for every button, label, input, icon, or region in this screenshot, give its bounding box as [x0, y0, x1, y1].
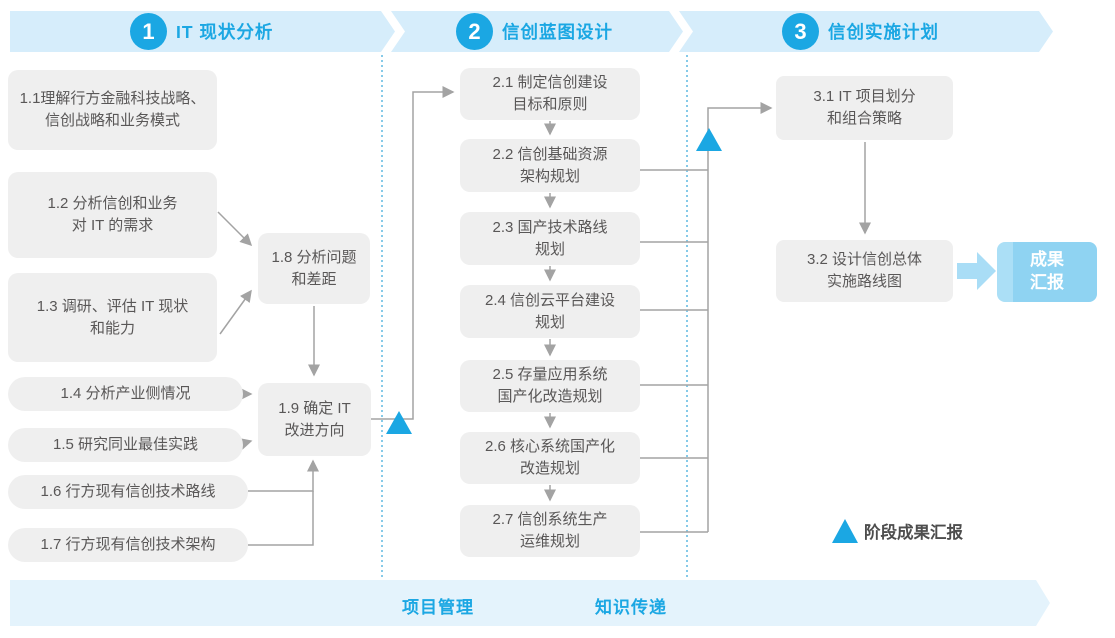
step-box-1-9: 1.9 确定 IT 改进方向 [258, 383, 371, 456]
milestone-triangle-phase1-icon [386, 411, 412, 434]
step-box-1-5: 1.5 研究同业最佳实践 [8, 428, 243, 462]
bottom-band [10, 580, 1050, 626]
bottom-label-knowledge-transfer: 知识传递 [595, 598, 667, 617]
phase-1-number-badge: 1 [130, 13, 167, 50]
step-box-1-8: 1.8 分析问题 和差距 [258, 233, 370, 304]
step-box-2-6: 2.6 核心系统国产化 改造规划 [460, 432, 640, 484]
step-box-3-2: 3.2 设计信创总体 实施路线图 [776, 240, 953, 302]
step-box-2-5: 2.5 存量应用系统 国产化改造规划 [460, 360, 640, 412]
phase-3-title: 信创实施计划 [828, 22, 939, 42]
legend-milestone-label: 阶段成果汇报 [864, 524, 963, 542]
phase-band-2: 2 信创蓝图设计 [391, 11, 683, 52]
bottom-label-project-management: 项目管理 [402, 598, 474, 617]
phase-3-number-badge: 3 [782, 13, 819, 50]
phase-2-number-badge: 2 [456, 13, 493, 50]
phase-band-1: 1 IT 现状分析 [10, 11, 395, 52]
phase-band-3: 3 信创实施计划 [679, 11, 1053, 52]
result-report-box: 成果 汇报 [997, 242, 1097, 302]
step-box-2-2: 2.2 信创基础资源 架构规划 [460, 139, 640, 192]
phase-2-title: 信创蓝图设计 [502, 22, 613, 42]
step-box-2-7: 2.7 信创系统生产 运维规划 [460, 505, 640, 557]
result-block-arrow-icon [957, 252, 996, 290]
step-box-1-2: 1.2 分析信创和业务 对 IT 的需求 [8, 172, 217, 258]
step-box-1-1: 1.1理解行方金融科技战略、 信创战略和业务模式 [8, 70, 217, 150]
milestone-triangle-phase2-icon [696, 128, 722, 151]
step-box-3-1: 3.1 IT 项目划分 和组合策略 [776, 76, 953, 140]
step-box-1-4: 1.4 分析产业侧情况 [8, 377, 243, 411]
phase-1-title: IT 现状分析 [176, 22, 274, 42]
step-box-2-1: 2.1 制定信创建设 目标和原则 [460, 68, 640, 120]
step-box-2-4: 2.4 信创云平台建设 规划 [460, 285, 640, 338]
step-box-1-6: 1.6 行方现有信创技术路线 [8, 475, 248, 509]
step-box-1-7: 1.7 行方现有信创技术架构 [8, 528, 248, 562]
step-box-1-3: 1.3 调研、评估 IT 现状 和能力 [8, 273, 217, 362]
step-box-2-3: 2.3 国产技术路线 规划 [460, 212, 640, 265]
legend-triangle-icon [832, 519, 858, 543]
